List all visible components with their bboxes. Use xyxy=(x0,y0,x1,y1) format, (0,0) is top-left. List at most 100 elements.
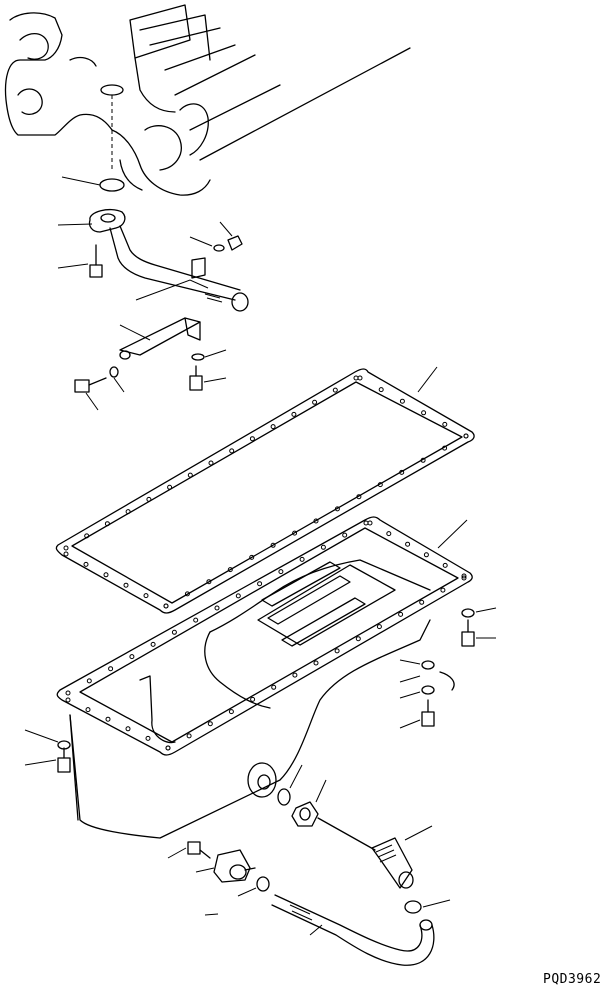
bolt-hole xyxy=(312,399,318,405)
bolt-hole xyxy=(291,411,297,417)
bolt-hole xyxy=(399,398,405,404)
bolt-hole xyxy=(292,530,298,536)
bolt-hole xyxy=(420,457,426,463)
bolt-hole xyxy=(63,545,69,551)
bolt-hole xyxy=(63,551,69,557)
bolt-hole xyxy=(206,579,212,585)
bolt-hole xyxy=(208,460,214,466)
bolt-hole xyxy=(184,591,190,597)
bolt-hole xyxy=(108,666,114,672)
bolt-hole xyxy=(386,531,392,537)
bolt-hole xyxy=(399,469,405,475)
bolt-hole xyxy=(355,636,361,642)
bolt-hole xyxy=(313,660,319,666)
gasket-bolt-holes xyxy=(63,375,469,609)
bolt-hole xyxy=(146,496,152,502)
pan-washer-mid xyxy=(399,659,435,670)
bolt-hole xyxy=(125,726,131,732)
pan-bolt-holes xyxy=(65,520,467,751)
pan-washer-low xyxy=(399,685,435,699)
bolt-hole xyxy=(356,494,362,500)
bolt-hole xyxy=(442,421,448,427)
pipe-bracket xyxy=(119,257,209,360)
bolt-hole xyxy=(442,445,448,451)
bolt-hole xyxy=(145,735,151,741)
bolt-hole xyxy=(440,587,446,593)
bolt-hole xyxy=(186,733,192,739)
drawing-code: PQD3962 xyxy=(543,972,602,987)
bolt-hole xyxy=(84,533,90,539)
oil-pan-gasket xyxy=(55,366,475,614)
oil-pan xyxy=(56,516,473,839)
bolt-hole xyxy=(123,582,129,588)
bolt-hole xyxy=(367,520,373,526)
nut-upper xyxy=(219,221,243,251)
bolt-hole xyxy=(86,678,92,684)
bolt-hole xyxy=(376,624,382,630)
bolt-upper-left xyxy=(57,244,103,278)
bolt-hole xyxy=(292,672,298,678)
hose-clamp-right xyxy=(404,899,451,914)
bolt-hole xyxy=(207,721,213,727)
bolt-hole xyxy=(271,684,277,690)
bolt-hole xyxy=(270,424,276,430)
bolt-hole xyxy=(85,707,91,713)
bolt-hole xyxy=(423,552,429,558)
washer-left xyxy=(109,366,125,393)
drain-tube xyxy=(271,894,435,966)
bolt-hole xyxy=(227,567,233,573)
drain-hose xyxy=(317,817,433,889)
bolt-hole xyxy=(461,573,467,579)
pan-washer-left xyxy=(24,729,71,750)
bolt-hole xyxy=(332,387,338,393)
bolt-hole xyxy=(167,484,173,490)
bolt-hole xyxy=(363,520,369,526)
pan-clip xyxy=(399,671,455,691)
bolt-hole xyxy=(125,509,131,515)
bolt-hole xyxy=(461,575,467,581)
bolt-hole xyxy=(229,448,235,454)
bolt-hole xyxy=(249,436,255,442)
bolt-hole xyxy=(398,611,404,617)
washer-upper xyxy=(189,236,225,252)
bolt-hole xyxy=(334,648,340,654)
bolt-hole xyxy=(171,629,177,635)
bolt-hole xyxy=(342,532,348,538)
bolt-hole xyxy=(257,581,263,587)
bolt-hole xyxy=(129,654,135,660)
bolt-hole xyxy=(83,561,89,567)
pan-washer-right xyxy=(461,607,497,618)
engine-block xyxy=(4,4,411,196)
bolt-hole xyxy=(65,697,71,703)
bolt-hole xyxy=(187,472,193,478)
bolt-hole xyxy=(353,375,359,381)
bolt-hole xyxy=(228,709,234,715)
bolt-hole xyxy=(313,518,319,524)
bolt-hole xyxy=(299,556,305,562)
bolt-hole xyxy=(250,696,256,702)
bolt-hole xyxy=(320,544,326,550)
bolt-hole xyxy=(378,387,384,393)
drain-valve xyxy=(195,849,256,883)
drain-gasket xyxy=(277,764,303,806)
bolt-hole xyxy=(405,541,411,547)
bolt-hole xyxy=(103,572,109,578)
bolt-hole xyxy=(249,554,255,560)
bolt-hole xyxy=(442,562,448,568)
bolt-hole xyxy=(65,690,71,696)
bolt-hole xyxy=(334,506,340,512)
pan-bolt-low xyxy=(399,699,435,729)
bolt-hole xyxy=(270,542,276,548)
bolt-hole xyxy=(357,375,363,381)
bolt-hole xyxy=(214,605,220,611)
bolt-hole xyxy=(165,745,171,751)
washer-mid xyxy=(191,349,227,361)
bolt-hole xyxy=(150,641,156,647)
bolt-hole xyxy=(163,603,169,609)
bolt-hole xyxy=(193,617,199,623)
bolt-hole xyxy=(235,593,241,599)
pan-bolt-left xyxy=(24,747,71,773)
suction-pipe xyxy=(57,208,249,312)
